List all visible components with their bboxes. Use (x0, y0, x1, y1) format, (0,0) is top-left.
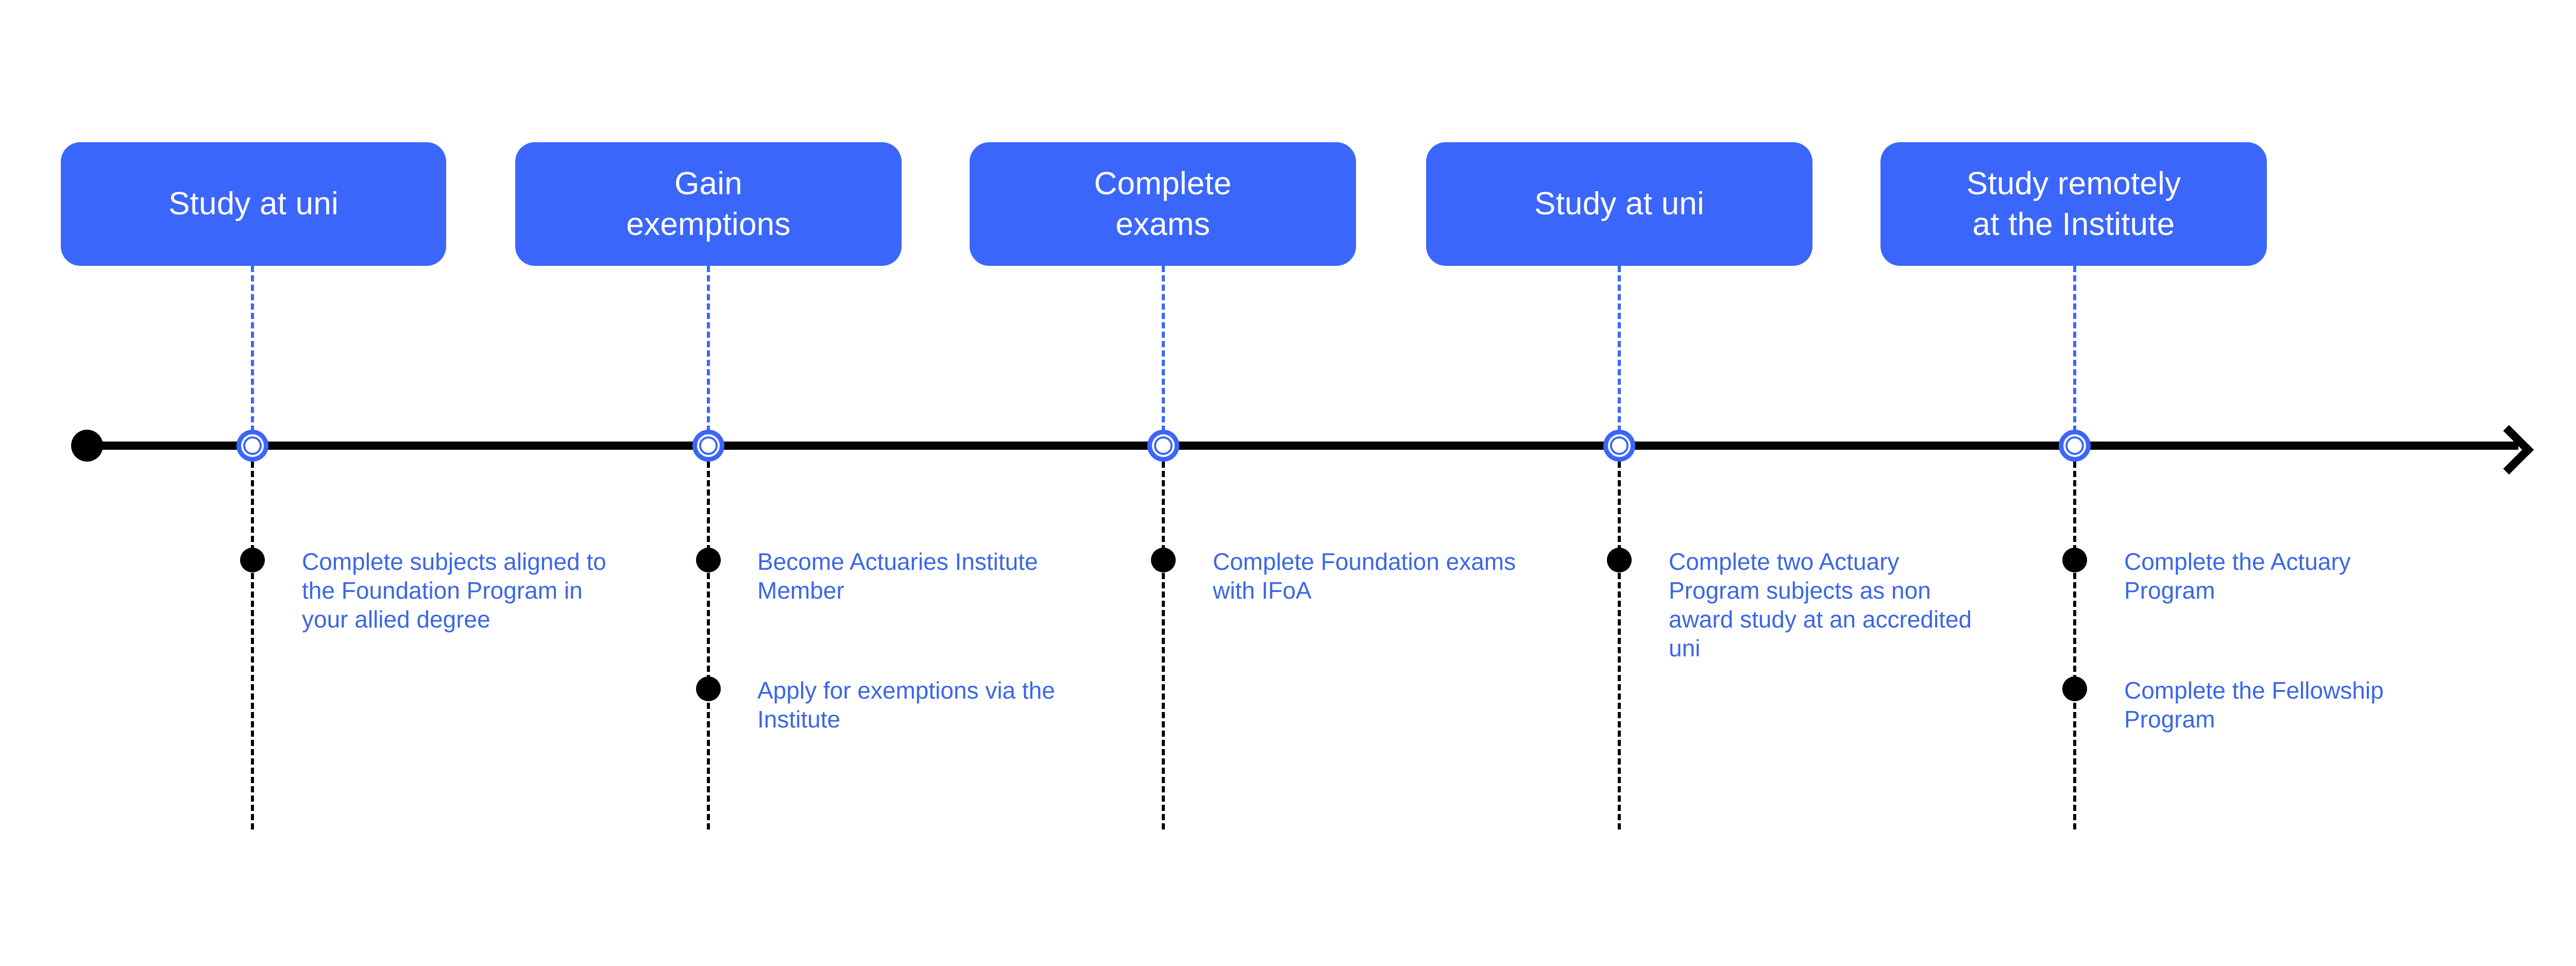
connector-below-axis-1 (251, 462, 254, 829)
stage-header-label-3: Complete exams (1094, 163, 1232, 245)
stage-header-box-1[interactable]: Study at uni (61, 142, 446, 266)
task-bullet-3-1 (1151, 548, 1176, 572)
task-bullet-1-1 (240, 548, 265, 572)
stage-header-line-5b: at the Institute (1972, 207, 2175, 242)
connector-below-axis-3 (1162, 462, 1165, 829)
stage-header-box-3[interactable]: Complete exams (970, 142, 1356, 266)
stage-header-box-2[interactable]: Gain exemptions (515, 142, 902, 266)
connector-below-axis-5 (2073, 462, 2076, 829)
task-label-1-1: Complete subjects aligned to the Foundat… (302, 548, 606, 633)
task-label-3-1: Complete Foundation exams with IFoA (1213, 548, 1516, 604)
stage-header-box-5[interactable]: Study remotely at the Institute (1880, 142, 2267, 266)
stage-header-label-5: Study remotely at the Institute (1967, 163, 2181, 245)
connector-below-axis-2 (707, 462, 710, 829)
connector-below-axis-4 (1618, 462, 1621, 829)
stage-header-label-4: Study at uni (1534, 186, 1704, 222)
task-bullet-2-2 (696, 676, 721, 701)
task-bullet-2-1 (696, 548, 721, 572)
timeline-axis-line (87, 442, 2518, 450)
timeline-ring-marker-1[interactable] (236, 430, 268, 462)
task-label-4-1: Complete two Actuary Program subjects as… (1669, 548, 1972, 662)
connector-above-axis-2 (707, 266, 710, 432)
stage-header-line-3a: Complete (1094, 165, 1232, 201)
stage-header-line-5a: Study remotely (1966, 165, 2181, 201)
task-label-5-1: Complete the Actuary Program (2124, 548, 2351, 604)
task-bullet-4-1 (1607, 548, 1632, 572)
connector-above-axis-4 (1618, 266, 1621, 432)
timeline-ring-marker-3[interactable] (1147, 430, 1179, 462)
task-bullet-5-1 (2062, 548, 2087, 572)
connector-above-axis-1 (251, 266, 254, 432)
task-label-2-1: Become Actuaries Institute Member (757, 548, 1038, 604)
stage-header-label-1: Study at uni (168, 186, 338, 222)
timeline-ring-marker-5[interactable] (2059, 430, 2091, 462)
stage-header-line-3b: exams (1115, 207, 1210, 242)
timeline-ring-marker-4[interactable] (1603, 430, 1635, 462)
timeline-arrowhead-icon (2484, 425, 2534, 475)
timeline-ring-marker-2[interactable] (692, 430, 724, 462)
stage-header-line-2b: exemptions (626, 207, 791, 242)
task-label-5-2: Complete the Fellowship Program (2124, 677, 2384, 733)
connector-above-axis-5 (2073, 266, 2076, 432)
stage-header-line-2a: Gain (674, 165, 742, 201)
connector-above-axis-3 (1162, 266, 1165, 432)
stage-header-label-2: Gain exemptions (626, 163, 790, 245)
stage-header-box-4[interactable]: Study at uni (1426, 142, 1812, 266)
task-label-2-2: Apply for exemptions via the Institute (757, 677, 1055, 733)
task-bullet-5-2 (2062, 676, 2087, 701)
